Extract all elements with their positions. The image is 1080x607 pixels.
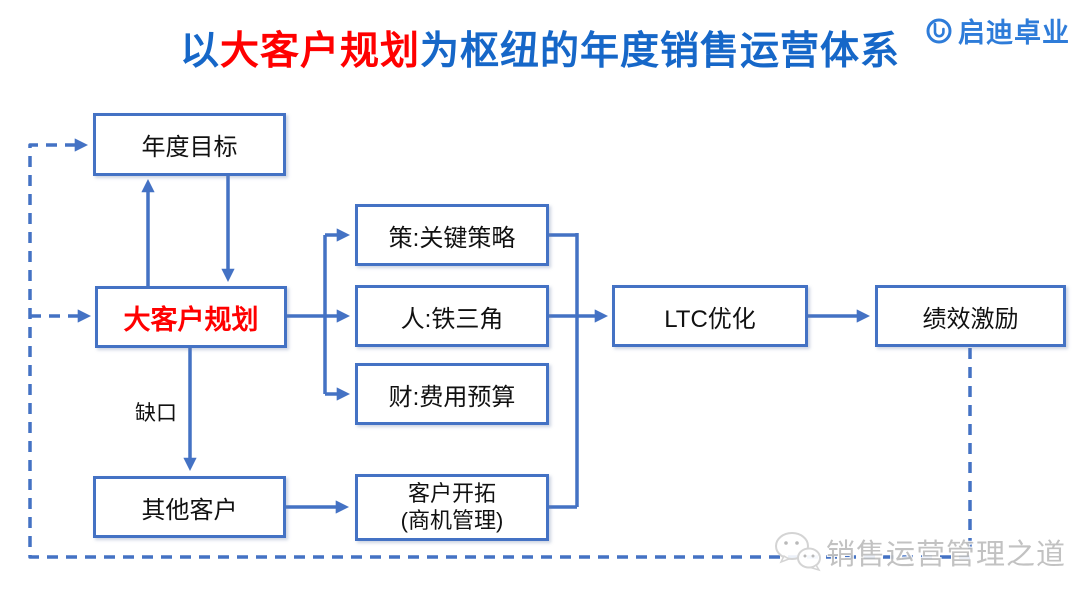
wechat-icon	[775, 532, 821, 572]
edge-incentive-feedback-to-annualgoal	[28, 138, 972, 559]
watermark: 销售运营管理之道	[772, 529, 1066, 575]
node-annual-goal: 年度目标	[93, 113, 286, 176]
page-title: 以大客户规划为枢纽的年度销售运营体系	[0, 20, 1080, 76]
node-ltc-optimization: LTC优化	[612, 285, 808, 347]
node-customer-expansion-label: 客户开拓	[407, 481, 496, 507]
node-strategy: 策:关键策略	[355, 204, 549, 266]
node-customer-expansion: 客户开拓 (商机管理)	[355, 474, 549, 541]
node-ltc-optimization-label: LTC优化	[664, 305, 756, 333]
qidi-logo-icon	[926, 18, 952, 43]
node-other-customers: 其他客户	[93, 476, 286, 538]
node-people: 人:铁三角	[355, 285, 549, 347]
node-performance-incentive: 绩效激励	[875, 285, 1066, 347]
node-people-label: 人:铁三角	[400, 305, 504, 333]
brand-name: 启迪卓业	[958, 18, 1070, 48]
title-prefix: 以	[179, 30, 220, 73]
node-strategy-label: 策:关键策略	[388, 224, 516, 252]
node-other-customers-label: 其他客户	[141, 496, 238, 524]
node-customer-expansion-sublabel: (商机管理)	[400, 507, 504, 533]
node-key-account-planning-label: 大客户规划	[123, 304, 259, 335]
gap-edge-label: 缺口	[135, 402, 177, 425]
node-key-account-planning: 大客户规划	[95, 286, 287, 348]
node-finance: 财:费用预算	[355, 363, 549, 425]
watermark-text: 销售运营管理之道	[826, 539, 1067, 571]
node-finance-label: 财:费用预算	[388, 383, 516, 411]
title-suffix: 为枢纽的年度销售运营体系	[420, 30, 901, 73]
title-highlight: 大客户规划	[219, 30, 420, 73]
node-performance-incentive-label: 绩效激励	[922, 305, 1019, 333]
brand-logo: 启迪卓业	[925, 11, 1070, 50]
node-annual-goal-label: 年度目标	[141, 134, 238, 161]
